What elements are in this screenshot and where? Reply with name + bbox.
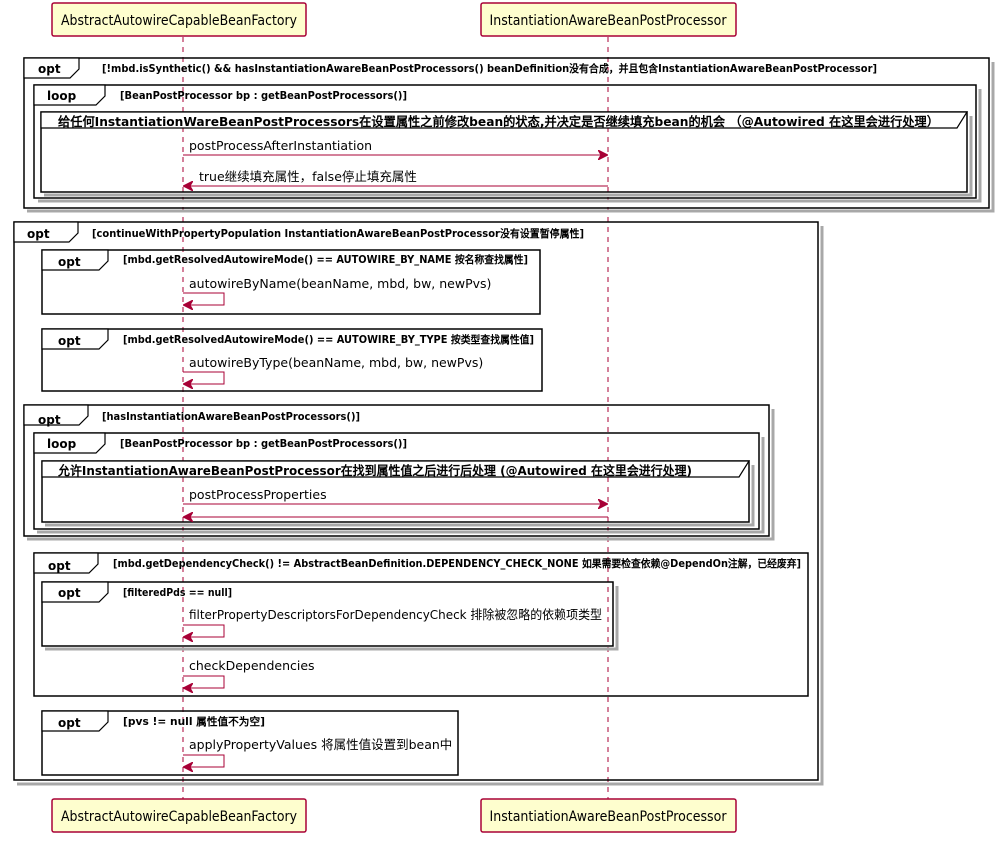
participant-factory-label: AbstractAutowireCapableBeanFactory <box>61 13 297 29</box>
message-3: autowireByName(beanName, mbd, bw, newPvs… <box>183 276 491 305</box>
fragment-guard: [filteredPds == null] <box>123 587 232 599</box>
fragment-keyword: opt <box>48 559 71 573</box>
message-label: autowireByType(beanName, mbd, bw, newPvs… <box>189 355 483 370</box>
participant-processor-label: InstantiationAwareBeanPostProcessor <box>490 13 727 29</box>
fragment-keyword: opt <box>58 334 81 348</box>
fragment-keyword: opt <box>27 227 50 241</box>
message-label: applyPropertyValues 将属性值设置到bean中 <box>189 737 452 752</box>
fragment-opt-1: opt [!mbd.isSynthetic() && hasInstantiat… <box>23 57 995 213</box>
message-8: applyPropertyValues 将属性值设置到bean中 <box>183 737 452 767</box>
participant-factory-top[interactable]: AbstractAutowireCapableBeanFactory <box>51 2 307 37</box>
participant-processor-label: InstantiationAwareBeanPostProcessor <box>490 809 727 825</box>
fragment-opt-4: opt [mbd.getResolvedAutowireMode() == AU… <box>41 328 543 392</box>
fragment-guard: [!mbd.isSynthetic() && hasInstantiationA… <box>102 62 877 75</box>
fragment-opt-8: opt [pvs != null 属性值不为空] <box>41 710 459 776</box>
message-label: postProcessProperties <box>189 487 327 502</box>
message-2: true继续填充属性，false停止填充属性 <box>184 169 608 186</box>
fragment-opt-7: opt [filteredPds == null] <box>41 581 619 651</box>
group-title: 给任何InstantiationWareBeanPostProcessors在设… <box>58 114 939 129</box>
group-2: 允许InstantiationAwareBeanPostProcessor在找到… <box>41 460 755 527</box>
group-title: 允许InstantiationAwareBeanPostProcessor在找到… <box>57 463 692 478</box>
fragment-loop-2: loop [BeanPostProcessor bp : getBeanPost… <box>33 432 765 534</box>
message-1: postProcessAfterInstantiation <box>183 138 607 155</box>
fragment-opt-5: opt [hasInstantiationAwareBeanPostProces… <box>23 404 775 541</box>
participant-factory-bottom[interactable]: AbstractAutowireCapableBeanFactory <box>51 798 307 833</box>
message-7: checkDependencies <box>183 658 315 688</box>
fragment-opt-3: opt [mbd.getResolvedAutowireMode() == AU… <box>41 249 541 315</box>
message-6: filterPropertyDescriptorsForDependencyCh… <box>183 607 602 637</box>
fragment-keyword: opt <box>58 586 81 600</box>
fragment-guard: [mbd.getResolvedAutowireMode() == AUTOWI… <box>123 333 534 346</box>
participant-processor-top[interactable]: InstantiationAwareBeanPostProcessor <box>480 2 737 37</box>
participant-factory-label: AbstractAutowireCapableBeanFactory <box>61 809 297 825</box>
message-label: filterPropertyDescriptorsForDependencyCh… <box>189 607 602 622</box>
fragment-guard: [hasInstantiationAwareBeanPostProcessors… <box>102 411 360 423</box>
fragment-keyword: loop <box>47 437 77 451</box>
fragment-keyword: opt <box>58 255 81 269</box>
fragment-guard: [BeanPostProcessor bp : getBeanPostProce… <box>120 90 407 102</box>
participant-processor-bottom[interactable]: InstantiationAwareBeanPostProcessor <box>480 798 737 833</box>
fragment-guard: [BeanPostProcessor bp : getBeanPostProce… <box>120 438 407 450</box>
fragment-keyword: loop <box>47 89 77 103</box>
message-5: postProcessProperties <box>183 487 607 504</box>
message-4: autowireByType(beanName, mbd, bw, newPvs… <box>183 355 483 384</box>
fragment-keyword: opt <box>38 413 61 427</box>
group-1: 给任何InstantiationWareBeanPostProcessors在设… <box>40 111 973 197</box>
fragment-loop-1: loop [BeanPostProcessor bp : getBeanPost… <box>33 84 982 203</box>
fragment-guard: [mbd.getDependencyCheck() != AbstractBea… <box>113 557 801 570</box>
message-label: checkDependencies <box>189 658 315 673</box>
message-label: postProcessAfterInstantiation <box>189 138 372 153</box>
fragment-guard: [pvs != null 属性值不为空] <box>123 715 265 728</box>
message-label: autowireByName(beanName, mbd, bw, newPvs… <box>189 276 491 291</box>
message-label: true继续填充属性，false停止填充属性 <box>199 169 417 184</box>
fragment-keyword: opt <box>38 62 61 76</box>
fragment-guard: [continueWithPropertyPopulation Instanti… <box>92 227 584 240</box>
fragment-guard: [mbd.getResolvedAutowireMode() == AUTOWI… <box>123 253 528 266</box>
fragment-opt-2: opt [continueWithPropertyPopulation Inst… <box>13 221 824 786</box>
fragment-keyword: opt <box>58 716 81 730</box>
fragment-opt-6: opt [mbd.getDependencyCheck() != Abstrac… <box>33 552 809 697</box>
